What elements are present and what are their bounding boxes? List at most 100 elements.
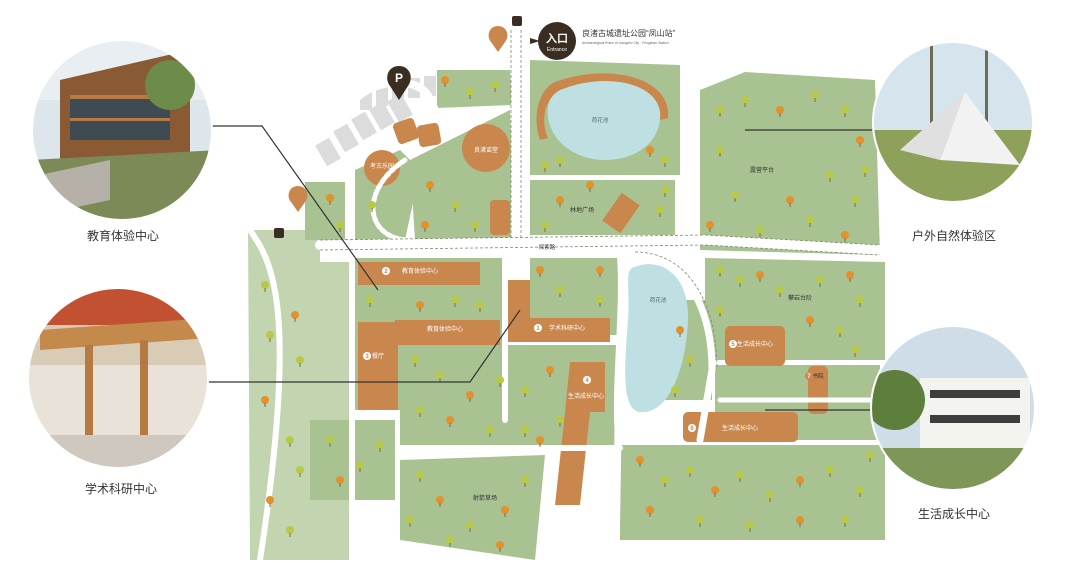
tree: [451, 201, 459, 209]
tree: [586, 181, 594, 189]
tree-trunk: [599, 303, 601, 307]
callout-lines: [205, 125, 875, 411]
tree-trunk: [479, 308, 481, 312]
tree-trunk: [844, 238, 846, 242]
tree: [546, 366, 554, 374]
badge-edu-top: 2: [382, 267, 390, 275]
tree-trunk: [269, 338, 271, 342]
tree: [756, 226, 764, 234]
tree-trunk: [809, 323, 811, 327]
tree-trunk: [719, 313, 721, 317]
tree-trunk: [494, 88, 496, 92]
tree: [486, 426, 494, 434]
tree: [661, 476, 669, 484]
parking-icon[interactable]: P: [387, 66, 411, 100]
tree-trunk: [799, 483, 801, 487]
tree-trunk: [859, 303, 861, 307]
tree: [356, 461, 364, 469]
tree: [266, 496, 274, 504]
map-pin-icon: [288, 26, 508, 212]
callout-edu-label: 教育体验中心: [87, 229, 160, 243]
label-dining: 餐厅: [372, 352, 384, 360]
tree-trunk: [544, 228, 546, 232]
tree: [536, 436, 544, 444]
tree-trunk: [789, 203, 791, 207]
water-features: [536, 73, 689, 413]
tree-trunk: [439, 503, 441, 507]
tree: [866, 451, 874, 459]
label-archery: 射箭草场: [473, 494, 497, 502]
svg-text:3: 3: [365, 354, 369, 360]
tree-trunk: [524, 393, 526, 397]
tree-trunk: [454, 208, 456, 212]
label-road: 探索路: [539, 243, 556, 251]
tree: [296, 356, 304, 364]
paths: [247, 25, 885, 564]
tree-trunk: [649, 513, 651, 517]
tree-trunk: [469, 398, 471, 402]
tree-trunk: [299, 473, 301, 477]
tree: [291, 311, 299, 319]
tree-trunk: [799, 523, 801, 527]
tree: [521, 476, 529, 484]
tree: [501, 506, 509, 514]
tree: [261, 396, 269, 404]
tree: [541, 161, 549, 169]
tree-trunk: [709, 228, 711, 232]
tree-trunk: [294, 318, 296, 322]
tree-trunk: [589, 188, 591, 192]
tree-trunk: [759, 233, 761, 237]
tree-trunk: [289, 533, 291, 537]
tree-trunk: [339, 228, 341, 232]
svg-text:1: 1: [536, 326, 540, 332]
tree-trunk: [719, 153, 721, 157]
exit-marker-icon[interactable]: [274, 16, 522, 238]
svg-text:4: 4: [585, 378, 589, 384]
tree: [841, 516, 849, 524]
tree: [556, 416, 564, 424]
callout-outdoor-label: 户外自然体验区: [912, 229, 997, 243]
tree: [286, 526, 294, 534]
label-plum-pond: 荷花池: [592, 116, 609, 124]
tree-trunk: [739, 478, 741, 482]
entrance-label: 入口: [546, 32, 568, 45]
tree: [471, 221, 479, 229]
tree-trunk: [379, 448, 381, 452]
tree-trunk: [689, 473, 691, 477]
tree: [466, 521, 474, 529]
tree: [846, 271, 854, 279]
grass-north-center: [437, 70, 512, 108]
tree-trunk: [849, 278, 851, 282]
tree-trunk: [264, 288, 266, 292]
tree-trunk: [329, 201, 331, 205]
edu-center-top-building: [358, 262, 480, 285]
tree-trunk: [299, 363, 301, 367]
label-pavilion: 攀岩台阶: [788, 294, 812, 302]
tree-trunk: [559, 293, 561, 297]
entrance-title: 良渚古城遗址公园“凤山站” Archaeological Ruins of Li…: [582, 28, 676, 45]
tree-trunk: [864, 173, 866, 177]
buildings: [358, 118, 828, 505]
label-living-a: 生活成长中心: [568, 392, 604, 400]
tree: [696, 516, 704, 524]
tree: [406, 516, 414, 524]
tree: [646, 146, 654, 154]
tree-trunk: [829, 178, 831, 182]
tree-trunk: [559, 203, 561, 207]
edu-center-building: [395, 320, 500, 345]
entrance-marker-icon[interactable]: 入口 Entrance: [530, 22, 576, 60]
tree: [436, 496, 444, 504]
tree-trunk: [524, 433, 526, 437]
archaeology-building: [364, 150, 400, 186]
tree-trunk: [714, 493, 716, 497]
tree-trunk: [844, 523, 846, 527]
grass-plaza: [530, 180, 675, 235]
tree: [706, 221, 714, 229]
tree-trunk: [639, 463, 641, 467]
grass-research: [530, 258, 620, 335]
label-living-c: 生活成长中心: [722, 424, 758, 432]
grass-archery: [400, 455, 545, 560]
tree: [841, 106, 849, 114]
plaza-building: [490, 200, 510, 235]
tree-trunk: [839, 333, 841, 337]
